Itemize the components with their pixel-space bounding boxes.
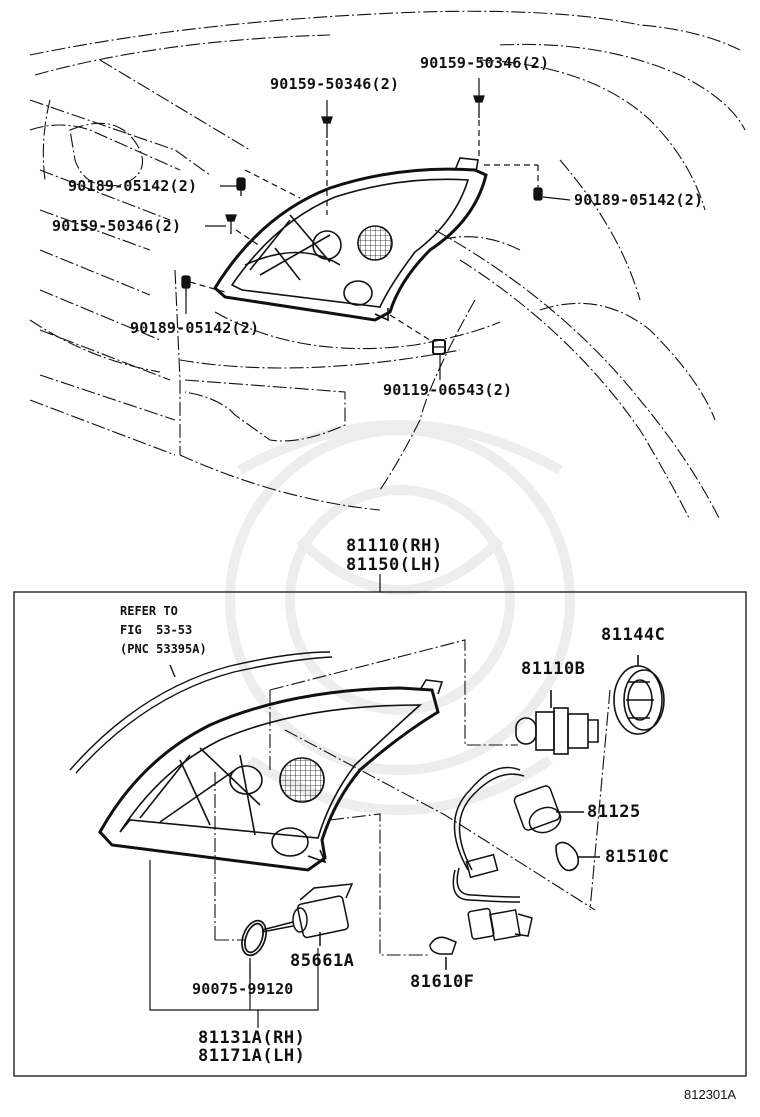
callout-label-screw-top-center: 90159-50346(2) [270, 75, 400, 93]
callout-label-screw-left: 90159-50346(2) [52, 217, 182, 235]
screw-left-icon [225, 214, 237, 234]
part-label-small-bulb: 81610F [410, 972, 475, 992]
lower-guide-lines [214, 639, 611, 956]
part-label-leveling-actuator: 85661A [290, 951, 355, 971]
part-label-wire-socket: 81125 [587, 802, 641, 822]
reference-note-line2: FIG 53-53 [120, 623, 193, 637]
callout-label-screw-top-right: 90159-50346(2) [420, 54, 550, 72]
reference-note-line1: REFER TO [120, 604, 178, 618]
clip-left-lower-icon [181, 275, 191, 296]
assembly-box [13, 591, 747, 1077]
lower-headlight [98, 679, 444, 872]
watermark-emblem [225, 420, 575, 815]
socket-cover-icon [613, 655, 665, 735]
reference-note-line3: (PNC 53395A) [120, 642, 207, 656]
wedge-bulb-icon [555, 841, 600, 872]
screw-top-right-icon [473, 95, 485, 118]
callout-label-clip-right: 90189-05142(2) [574, 191, 704, 209]
housing-bracket [149, 860, 319, 1028]
upper-headlight [213, 157, 488, 322]
part-label-headlamp-bulb: 81110B [521, 659, 586, 679]
clip-left-upper-icon [236, 177, 246, 196]
diagram-id: 812301A [684, 1087, 737, 1102]
part-label-wedge-bulb: 81510C [605, 847, 670, 867]
clip-right-icon [533, 187, 543, 201]
part-label-o-ring: 90075-99120 [192, 980, 294, 998]
part-label-socket-cover: 81144C [601, 625, 666, 645]
nut-lower-icon [432, 339, 446, 355]
leveling-actuator-icon [261, 883, 354, 946]
callout-label-clip-left-lower: 90189-05142(2) [130, 319, 260, 337]
vehicle-body-outline [29, 10, 746, 521]
small-bulb-socket-icon [429, 907, 533, 970]
assembly-label-rh: 81110(RH) [346, 536, 443, 556]
o-ring-icon [241, 919, 267, 957]
screw-top-center-icon [321, 116, 333, 138]
assembly-label-lh: 81150(LH) [346, 555, 443, 575]
upper-leader-lines [185, 78, 571, 380]
callout-label-clip-left-upper: 90189-05142(2) [68, 177, 198, 195]
callout-label-nut-lower: 90119-06543(2) [383, 381, 513, 399]
part-label-housing-rh: 81131A(RH) [198, 1028, 306, 1048]
part-label-housing-lh: 81171A(LH) [198, 1046, 306, 1066]
wire-socket-icon [452, 766, 584, 903]
molding-strip [69, 651, 333, 774]
upper-fasteners [181, 95, 543, 355]
headlamp-bulb-icon [515, 690, 599, 755]
